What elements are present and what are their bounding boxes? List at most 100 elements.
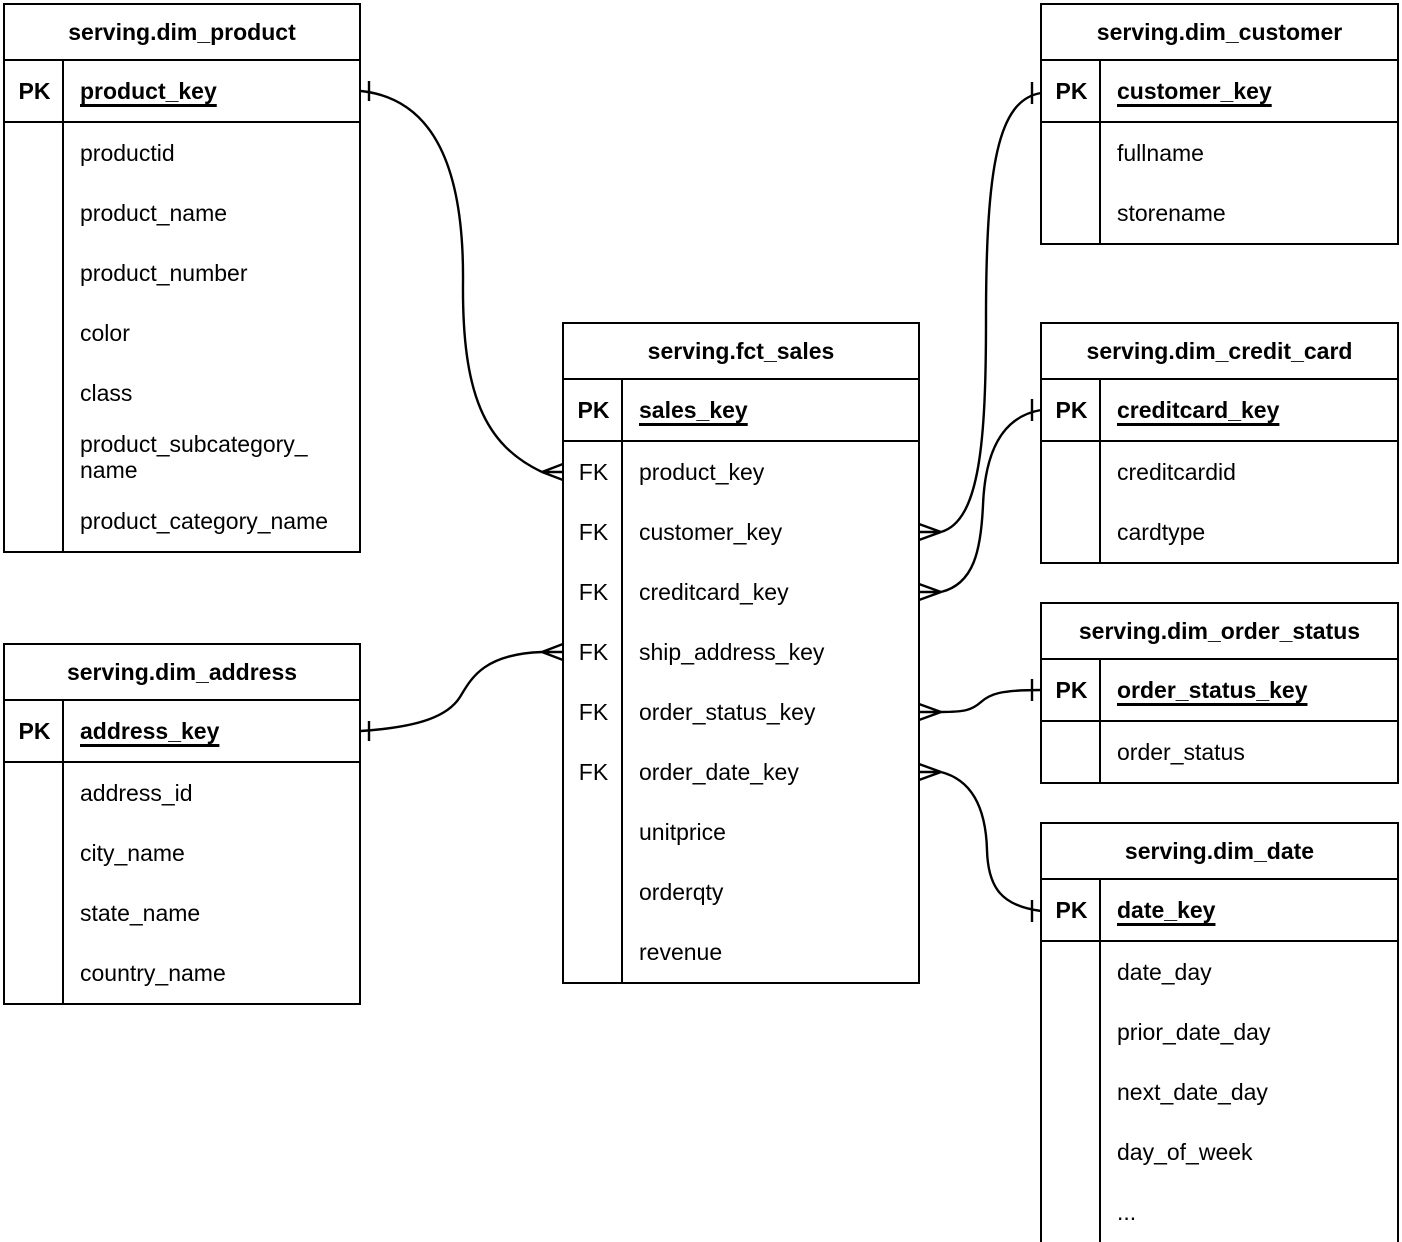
pk-field: order_status_key: [1117, 677, 1308, 703]
column-row: class: [5, 363, 359, 423]
column-row: ...: [1042, 1182, 1397, 1242]
column-row: productid: [5, 123, 359, 183]
fk-badge: FK: [578, 698, 609, 725]
fk-field: product_key: [639, 459, 765, 485]
pk-row: PK sales_key: [564, 380, 918, 442]
column-name: orderqty: [639, 879, 724, 905]
column-row: prior_date_day: [1042, 1002, 1397, 1062]
fk-badge: FK: [578, 458, 609, 485]
column-name: ...: [1117, 1199, 1137, 1225]
relationship-product-to-sales: [360, 81, 564, 482]
table-title: serving.dim_order_status: [1042, 604, 1397, 660]
fk-badge: FK: [578, 578, 609, 605]
table-title: serving.dim_credit_card: [1042, 324, 1397, 380]
table-title: serving.dim_product: [5, 5, 359, 61]
fk-badge: FK: [578, 758, 609, 785]
column-row: product_name: [5, 183, 359, 243]
entity-dim-credit-card: serving.dim_credit_card PK creditcard_ke…: [1040, 322, 1399, 564]
column-name: country_name: [80, 960, 226, 986]
many-crowsfoot-icon: [918, 762, 942, 782]
entity-dim-date: serving.dim_date PK date_key date_day pr…: [1040, 822, 1399, 1242]
column-divider: [1099, 380, 1101, 562]
pk-badge: PK: [18, 77, 51, 104]
relationship-sales-to-credit-card: [918, 399, 1042, 602]
column-row: city_name: [5, 823, 359, 883]
pk-badge: PK: [1055, 77, 1088, 104]
entity-fct-sales: serving.fct_sales PK sales_key FK product…: [562, 322, 920, 984]
column-row: order_status: [1042, 722, 1397, 782]
column-row: state_name: [5, 883, 359, 943]
pk-badge: PK: [1055, 896, 1088, 923]
relationship-sales-to-order-status: [918, 679, 1042, 722]
column-divider: [1099, 660, 1101, 782]
column-name: product_number: [80, 260, 248, 286]
fk-field: order_date_key: [639, 759, 799, 785]
column-name: class: [80, 380, 133, 406]
entity-dim-address: serving.dim_address PK address_key addre…: [3, 643, 361, 1005]
fk-field: customer_key: [639, 519, 783, 545]
column-row: cardtype: [1042, 502, 1397, 562]
column-name: product_category_name: [80, 508, 329, 534]
column-name: prior_date_day: [1117, 1019, 1271, 1045]
relationship-line: [360, 89, 543, 474]
relationship-line: [940, 91, 1042, 534]
column-row: product_category_name: [5, 491, 359, 551]
pk-field: sales_key: [639, 397, 748, 423]
many-crowsfoot-icon: [918, 702, 942, 722]
many-crowsfoot-icon: [541, 462, 564, 482]
column-name: cardtype: [1117, 519, 1206, 545]
fk-badge: FK: [578, 518, 609, 545]
pk-badge: PK: [577, 396, 610, 423]
pk-field: creditcard_key: [1117, 397, 1280, 423]
column-name: storename: [1117, 200, 1226, 226]
column-name: fullname: [1117, 140, 1204, 166]
column-row: address_id: [5, 763, 359, 823]
column-divider: [1099, 880, 1101, 1242]
column-name: product_subcategory_ name: [80, 431, 308, 483]
column-name: revenue: [639, 939, 723, 965]
pk-row: PK customer_key: [1042, 61, 1397, 123]
column-name: order_status: [1117, 739, 1245, 765]
fk-row: FK customer_key: [564, 502, 918, 562]
column-name: city_name: [80, 840, 185, 866]
column-row: orderqty: [564, 862, 918, 922]
column-row: next_date_day: [1042, 1062, 1397, 1122]
column-name: date_day: [1117, 959, 1212, 985]
column-name: color: [80, 320, 130, 346]
many-crowsfoot-icon: [918, 522, 942, 542]
pk-field: date_key: [1117, 897, 1216, 923]
column-divider: [1099, 61, 1101, 243]
column-divider: [62, 701, 64, 1003]
pk-field: address_key: [80, 718, 220, 744]
pk-field: customer_key: [1117, 78, 1272, 104]
column-row: storename: [1042, 183, 1397, 243]
pk-field: product_key: [80, 78, 217, 104]
column-row: product_number: [5, 243, 359, 303]
pk-row: PK product_key: [5, 61, 359, 123]
column-name: unitprice: [639, 819, 726, 845]
column-row: unitprice: [564, 802, 918, 862]
entity-dim-customer: serving.dim_customer PK customer_key ful…: [1040, 3, 1399, 245]
fk-row: FK product_key: [564, 442, 918, 502]
column-name: next_date_day: [1117, 1079, 1268, 1105]
column-name: productid: [80, 140, 175, 166]
column-row: product_subcategory_ name: [5, 423, 359, 491]
table-title: serving.dim_address: [5, 645, 359, 701]
fk-badge: FK: [578, 638, 609, 665]
pk-badge: PK: [18, 717, 51, 744]
relationship-line: [940, 770, 1042, 913]
entity-dim-product: serving.dim_product PK product_key produ…: [3, 3, 361, 553]
table-title: serving.fct_sales: [564, 324, 918, 380]
relationship-sales-to-date: [918, 762, 1042, 922]
pk-badge: PK: [1055, 396, 1088, 423]
table-title: serving.dim_date: [1042, 824, 1397, 880]
relationship-line: [360, 650, 543, 733]
column-name: day_of_week: [1117, 1139, 1253, 1165]
column-row: revenue: [564, 922, 918, 982]
column-row: color: [5, 303, 359, 363]
fk-row: FK order_date_key: [564, 742, 918, 802]
pk-row: PK date_key: [1042, 880, 1397, 942]
